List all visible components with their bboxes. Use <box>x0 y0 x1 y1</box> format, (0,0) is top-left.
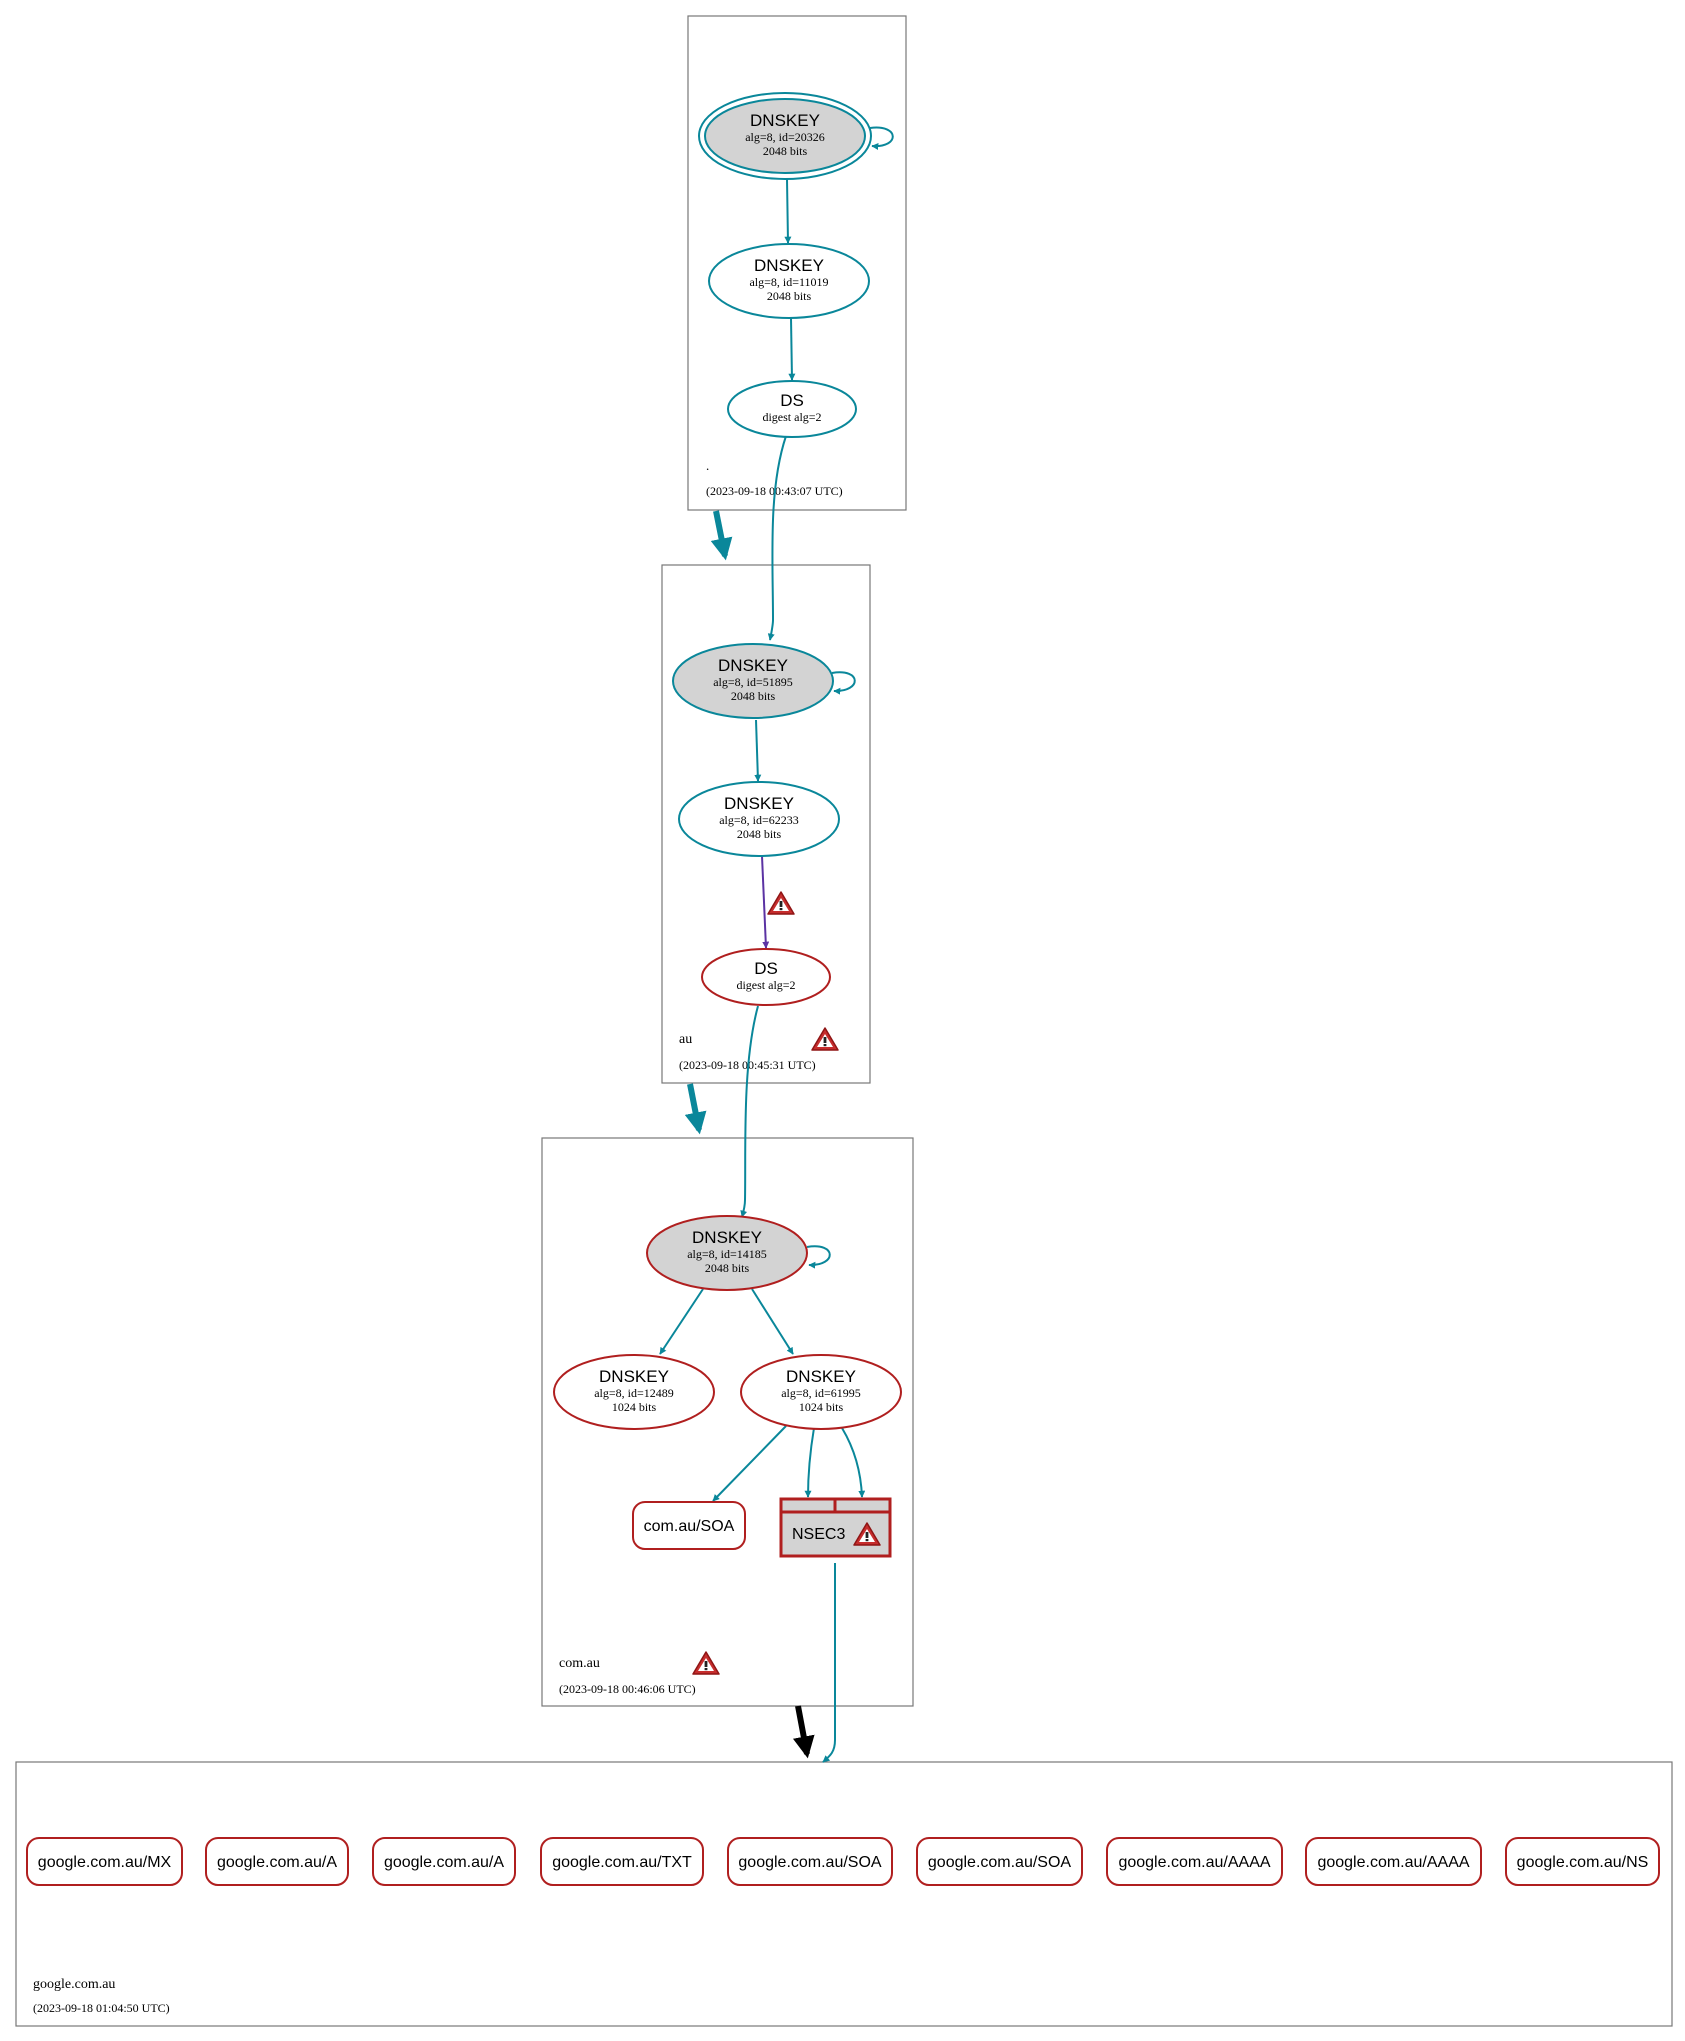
edge-au-zsk-to-ds <box>761 855 770 949</box>
node-detail: alg=8, id=51895 <box>713 675 793 689</box>
node-au-ds: DS digest alg=2 <box>701 948 831 1006</box>
record-label: google.com.au/NS <box>1517 1854 1649 1871</box>
edge-au-ksk-self <box>831 671 856 695</box>
node-detail: alg=8, id=20326 <box>745 130 825 144</box>
record-label: google.com.au/AAAA <box>1118 1854 1270 1871</box>
zone-timestamp-comau: (2023-09-18 00:46:06 UTC) <box>559 1682 696 1696</box>
record-node[interactable]: google.com.au/SOA <box>916 1837 1083 1886</box>
node-detail: alg=8, id=11019 <box>749 275 828 289</box>
warning-icon-comau-zone <box>692 1651 720 1675</box>
record-node[interactable]: google.com.au/MX <box>26 1837 183 1886</box>
node-comau-zsk-61995: DNSKEY alg=8, id=61995 1024 bits <box>740 1354 902 1430</box>
edge-comau-ksk-self <box>806 1245 831 1269</box>
record-node[interactable]: google.com.au/NS <box>1505 1837 1660 1886</box>
node-nsec3[interactable]: NSEC3 <box>779 1497 892 1558</box>
node-comau-soa[interactable]: com.au/SOA <box>632 1501 746 1550</box>
edge-au-ds-to-comau-ksk <box>740 1005 759 1218</box>
record-node[interactable]: google.com.au/A <box>372 1837 516 1886</box>
node-root-zsk: DNSKEY alg=8, id=11019 2048 bits <box>708 243 870 319</box>
record-label: google.com.au/TXT <box>552 1854 692 1871</box>
edge-au-ksk-to-zsk <box>754 719 762 782</box>
node-detail: 1024 bits <box>799 1400 844 1414</box>
node-au-ksk: DNSKEY alg=8, id=51895 2048 bits <box>672 643 834 719</box>
node-title: DS <box>780 391 804 410</box>
record-node[interactable]: google.com.au/TXT <box>540 1837 704 1886</box>
zone-box-google <box>15 1761 1673 2027</box>
node-title: DNSKEY <box>786 1367 856 1386</box>
node-title: DNSKEY <box>718 656 788 675</box>
record-label: google.com.au/MX <box>38 1854 172 1871</box>
edge-delegation-root-to-au <box>710 510 733 561</box>
node-detail: 1024 bits <box>612 1400 657 1414</box>
node-title: com.au/SOA <box>644 1518 735 1535</box>
edge-root-zsk-to-ds <box>788 317 796 381</box>
node-detail: digest alg=2 <box>762 410 821 424</box>
edge-root-ds-to-au-ksk <box>767 435 787 641</box>
node-detail: 2048 bits <box>737 827 782 841</box>
node-detail: alg=8, id=61995 <box>781 1386 861 1400</box>
zone-box-root <box>687 15 907 511</box>
record-label: google.com.au/SOA <box>738 1854 882 1871</box>
node-comau-ksk: DNSKEY alg=8, id=14185 2048 bits <box>646 1215 808 1291</box>
node-title: DNSKEY <box>692 1228 762 1247</box>
edge-nsec3-to-google <box>822 1563 836 1763</box>
zone-timestamp-google: (2023-09-18 01:04:50 UTC) <box>33 2001 170 2015</box>
node-detail: digest alg=2 <box>736 978 795 992</box>
warning-icon-au-zone <box>811 1027 839 1051</box>
record-label: google.com.au/A <box>384 1854 504 1871</box>
record-node[interactable]: google.com.au/SOA <box>727 1837 893 1886</box>
node-detail: alg=8, id=12489 <box>594 1386 674 1400</box>
node-au-zsk: DNSKEY alg=8, id=62233 2048 bits <box>678 781 840 857</box>
node-title: DS <box>754 959 778 978</box>
node-title: DNSKEY <box>750 111 820 130</box>
edge-comau-zsk2-to-soa <box>712 1425 787 1502</box>
record-node[interactable]: google.com.au/A <box>205 1837 349 1886</box>
node-title: NSEC3 <box>792 1526 845 1543</box>
node-detail: 2048 bits <box>767 289 812 303</box>
records-row: google.com.au/MX google.com.au/A google.… <box>26 1837 1660 1886</box>
node-detail: 2048 bits <box>763 144 808 158</box>
node-root-ds: DS digest alg=2 <box>727 380 857 438</box>
node-detail: alg=8, id=62233 <box>719 813 799 827</box>
edge-comau-ksk-to-zsk2 <box>751 1288 794 1355</box>
edge-root-ksk-to-zsk <box>784 178 792 244</box>
edge-comau-zsk2-to-nsec3-a <box>804 1427 815 1498</box>
zone-name-root: . <box>706 458 709 473</box>
node-detail: alg=8, id=14185 <box>687 1247 767 1261</box>
zone-name-comau: com.au <box>559 1656 600 1671</box>
node-detail: 2048 bits <box>705 1261 750 1275</box>
zone-name-google: google.com.au <box>33 1977 115 1992</box>
node-title: DNSKEY <box>754 256 824 275</box>
warning-icon-au-ds-edge <box>767 891 795 915</box>
record-label: google.com.au/SOA <box>928 1854 1072 1871</box>
node-comau-zsk-12489: DNSKEY alg=8, id=12489 1024 bits <box>553 1354 715 1430</box>
record-node[interactable]: google.com.au/AAAA <box>1106 1837 1283 1886</box>
record-label: google.com.au/A <box>217 1854 337 1871</box>
edge-comau-zsk2-to-nsec3-b <box>841 1427 866 1498</box>
zone-box-au <box>661 564 871 1084</box>
edge-delegation-comau-to-google <box>792 1705 815 1759</box>
zone-name-au: au <box>679 1032 692 1047</box>
record-node[interactable]: google.com.au/AAAA <box>1305 1837 1482 1886</box>
node-title: DNSKEY <box>724 794 794 813</box>
record-label: google.com.au/AAAA <box>1317 1854 1469 1871</box>
node-title: DNSKEY <box>599 1367 669 1386</box>
node-root-ksk: DNSKEY alg=8, id=20326 2048 bits <box>698 92 872 180</box>
node-detail: 2048 bits <box>731 689 776 703</box>
edge-delegation-au-to-comau <box>684 1083 707 1135</box>
zone-box-comau <box>541 1137 914 1707</box>
edge-comau-ksk-to-zsk1 <box>659 1288 704 1355</box>
edge-root-ksk-self <box>869 126 894 150</box>
